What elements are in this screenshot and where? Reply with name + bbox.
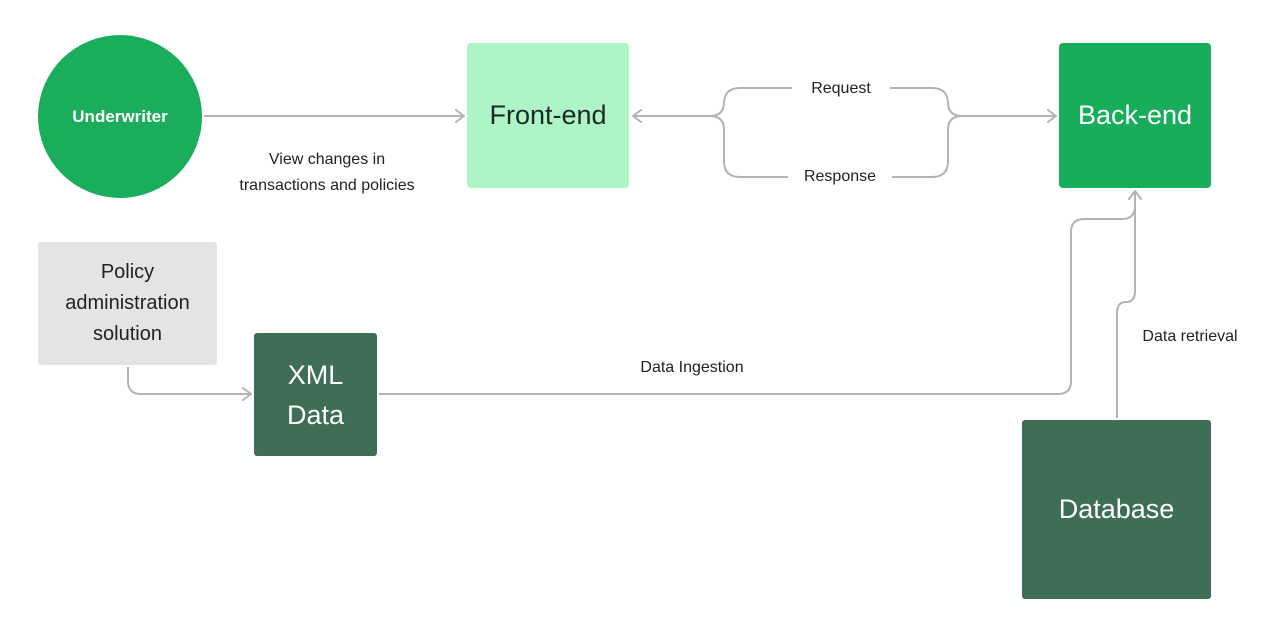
database-label: Database bbox=[1058, 494, 1175, 524]
backend-label: Back-end bbox=[1077, 100, 1193, 130]
xml-data-node: XML Data bbox=[254, 333, 377, 456]
retrieval-connector bbox=[1116, 191, 1136, 418]
backend-node: Back-end bbox=[1059, 43, 1211, 188]
policy-admin-label: Policy administration solution bbox=[65, 261, 190, 345]
underwriter-node: Underwriter bbox=[38, 35, 202, 198]
request-label: Request bbox=[792, 76, 890, 102]
policy-to-xml-connector bbox=[127, 367, 252, 401]
frontend-label: Front-end bbox=[489, 100, 607, 130]
right-brace-connector bbox=[886, 87, 963, 178]
frontend-node: Front-end bbox=[467, 43, 629, 188]
ingestion-connector bbox=[379, 190, 1142, 395]
left-brace-connector bbox=[709, 87, 792, 178]
view-changes-label: View changes in transactions and policie… bbox=[239, 151, 415, 194]
underwriter-label: Underwriter bbox=[72, 106, 168, 126]
response-label: Response bbox=[788, 164, 892, 190]
xml-data-label: XML Data bbox=[286, 359, 345, 430]
policy-admin-node: Policy administration solution bbox=[38, 242, 217, 365]
data-retrieval-label: Data retrieval bbox=[1142, 328, 1238, 345]
database-node: Database bbox=[1022, 420, 1211, 599]
data-ingestion-label: Data Ingestion bbox=[640, 359, 744, 376]
